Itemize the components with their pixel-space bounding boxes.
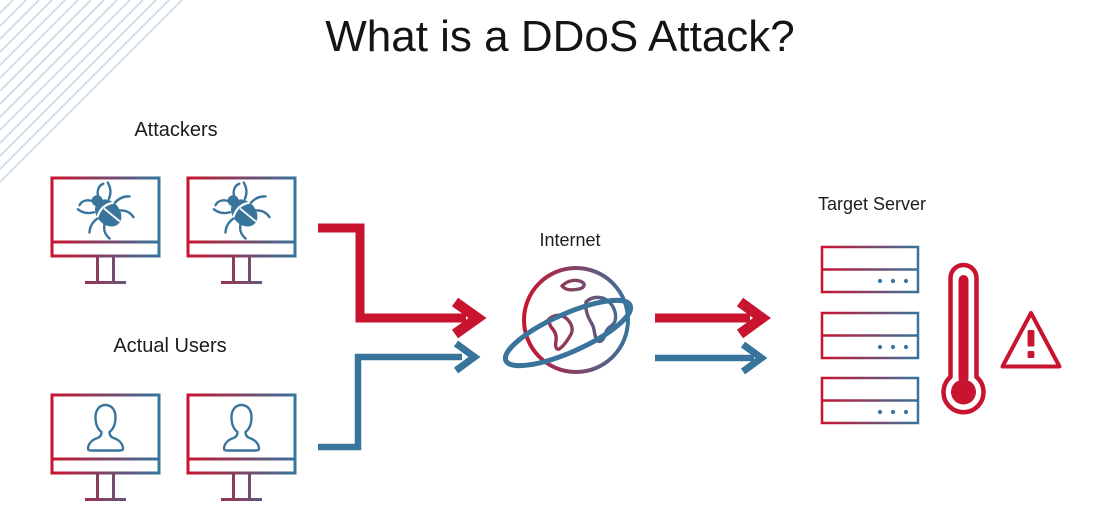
server-unit (820, 376, 920, 425)
orbit-ring (502, 297, 634, 369)
page-title: What is a DDoS Attack? (325, 12, 795, 61)
monitor-icon (50, 393, 161, 501)
user-computer-2 (186, 393, 297, 501)
attack-traffic-arrow (318, 223, 487, 339)
monitor-icon (186, 393, 297, 501)
attackers-label: Attackers (134, 119, 218, 141)
actual-users-label: Actual Users (113, 335, 227, 357)
legitimate-traffic-arrow (318, 340, 481, 451)
attack-traffic-arrow-to-server (655, 297, 771, 339)
diagonal-lines-decoration (0, 0, 183, 183)
server-unit (820, 245, 920, 294)
server-unit (820, 311, 920, 360)
attacker-computer-1 (50, 174, 161, 284)
user-computer-1 (50, 393, 161, 501)
server-stack-icon (820, 245, 920, 425)
attacker-computer-2 (186, 174, 297, 284)
thermometer-icon (941, 262, 986, 415)
internet-label: Internet (539, 230, 601, 250)
globe-orbit-icon (502, 266, 634, 374)
legitimate-traffic-arrow-to-server (655, 341, 768, 375)
warning-triangle-icon (1000, 311, 1062, 369)
target-server-label: Target Server (817, 194, 927, 214)
